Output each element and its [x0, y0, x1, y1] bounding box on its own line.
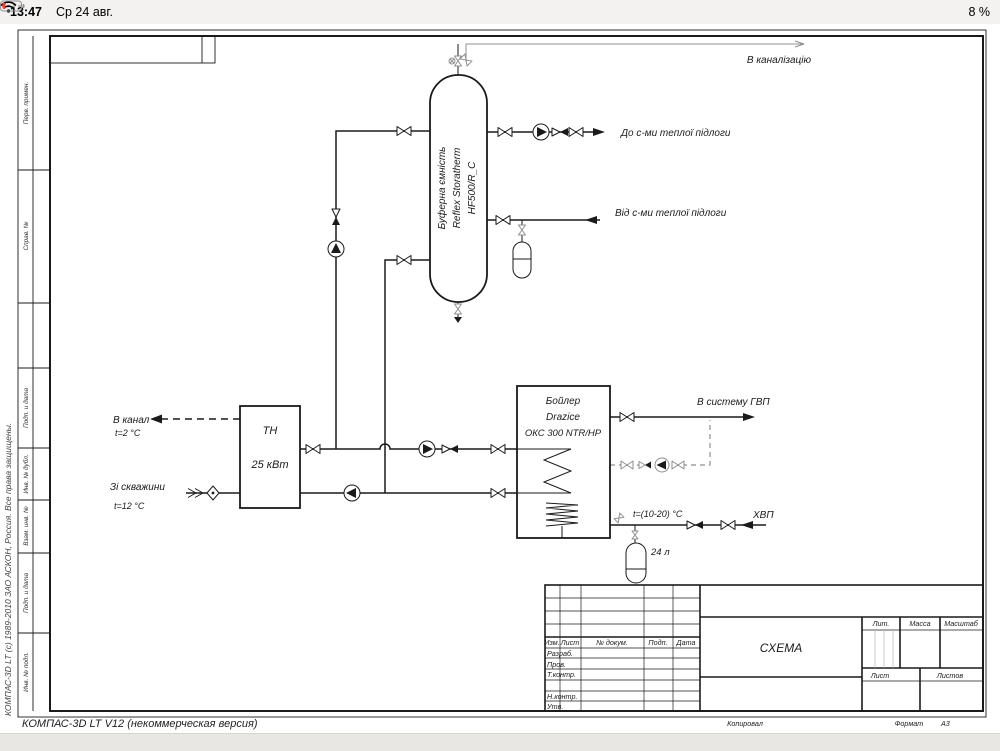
buffer-tank-type: HF500/R_C — [467, 161, 478, 215]
boiler-label: Бойлер — [546, 396, 581, 407]
canal-temp-label: t=2 °С — [115, 428, 141, 438]
copyright-vertical-text: КОМПАС-3D LT (с) 1989-2010 ЗАО АСКОН, Ро… — [3, 422, 13, 716]
battery-percent: 8 % — [968, 5, 990, 19]
canal-label: В канал — [113, 415, 150, 426]
check-valve-icons — [331, 127, 703, 530]
margin-label: Справ. № — [23, 221, 30, 250]
format-label: Формат — [895, 719, 924, 728]
margin-label: Инв. № подл. — [22, 652, 30, 692]
schematic-sheet: Перв. примен. Справ. № Подп. и дата Инв.… — [17, 29, 987, 728]
frame-margin-labels: Перв. примен. Справ. № Подп. и дата Инв.… — [22, 82, 30, 692]
dhw-label: В систему ГВП — [697, 397, 770, 408]
boiler: Бойлер Drazice ОКС 300 NTR/HP — [516, 385, 611, 539]
well-label: Зі скважини — [110, 482, 165, 493]
flow-arrows — [150, 128, 755, 529]
margin-label: Инв. № дубл. — [22, 454, 30, 493]
drawing-canvas[interactable]: Перв. примен. Справ. № Подп. и дата Инв.… — [0, 24, 1000, 733]
heat-pump-power: 25 кВт — [251, 459, 289, 471]
safety-group-icon — [448, 53, 473, 67]
tb-col-list: Лист — [560, 638, 580, 647]
tb-row-nkontr: Н.контр. — [547, 692, 577, 701]
copied-label: Копировал — [727, 719, 763, 728]
margin-label: Перв. примен. — [23, 82, 30, 124]
inlet-chevrons-icon — [187, 488, 204, 498]
tb-sheet: Лист — [870, 671, 890, 680]
expansion-vessel — [512, 224, 532, 279]
tb-lit: Лит. — [872, 619, 890, 628]
format-value: А3 — [940, 719, 950, 728]
electric-heater-coil — [545, 502, 579, 538]
from-floor-label: Від с-ми теплої підлоги — [615, 208, 727, 219]
margin-label: Подп. и дата — [22, 388, 30, 428]
tb-col-data: Дата — [676, 638, 696, 647]
valve-icons — [305, 126, 736, 530]
bottom-bar — [0, 733, 1000, 751]
battery-icon — [0, 0, 25, 12]
buffer-tank: Буферна ємність Reflex Storatherm HF500/… — [429, 53, 488, 323]
tb-row-prov: Пров. — [547, 660, 566, 669]
doc-title: СХЕМА — [760, 641, 802, 655]
tb-col-podp: Подп. — [648, 638, 667, 647]
boiler-model: ОКС 300 NTR/HP — [525, 428, 602, 439]
temp-range-label: t=(10-20) °С — [633, 509, 683, 519]
to-floor-label: До с-ми теплої підлоги — [620, 128, 731, 139]
vessel-volume-label: 24 л — [650, 547, 670, 558]
tb-sheets: Листов — [936, 671, 963, 680]
buffer-tank-model: Reflex Storatherm — [452, 148, 463, 229]
date: Ср 24 авг. — [55, 5, 113, 19]
pump-icons — [327, 123, 670, 502]
tb-col-izm: Изм. — [544, 638, 559, 647]
title-block: Изм. Лист № докум. Подп. Дата Разраб. Пр… — [544, 584, 984, 712]
margin-label: Взам. инв. № — [23, 506, 30, 546]
strainer-icon — [206, 485, 220, 501]
tb-row-tkontr: Т.контр. — [547, 670, 576, 679]
tb-row-utv: Утв. — [546, 702, 563, 711]
heat-exchanger-coil — [517, 448, 573, 494]
heat-pump: ТН 25 кВт — [239, 405, 301, 509]
status-bar: 13:47 Ср 24 авг. 8 % — [0, 0, 1000, 24]
clock: 13:47 — [10, 5, 42, 19]
boiler-brand: Drazice — [546, 412, 580, 423]
heat-pump-name: ТН — [263, 425, 278, 437]
tb-scale: Масштаб — [944, 619, 979, 628]
tb-mass: Масса — [909, 619, 930, 628]
sewer-label: В каналізацію — [747, 55, 812, 66]
sheet-frame — [17, 29, 987, 718]
cold-water-label: ХВП — [752, 510, 774, 521]
expansion-vessel-24l: 24 л — [625, 530, 670, 584]
tb-col-dokum: № докум. — [596, 638, 628, 647]
buffer-tank-label: Буферна ємність — [436, 147, 448, 230]
margin-label: Подп. и дата — [22, 573, 30, 613]
app-version-text: КОМПАС-3D LT V12 (некоммерческая версия) — [22, 718, 258, 730]
tb-row-razrab: Разраб. — [547, 649, 573, 658]
drain-valve-icon — [454, 303, 462, 323]
well-temp-label: t=12 °С — [114, 501, 145, 511]
